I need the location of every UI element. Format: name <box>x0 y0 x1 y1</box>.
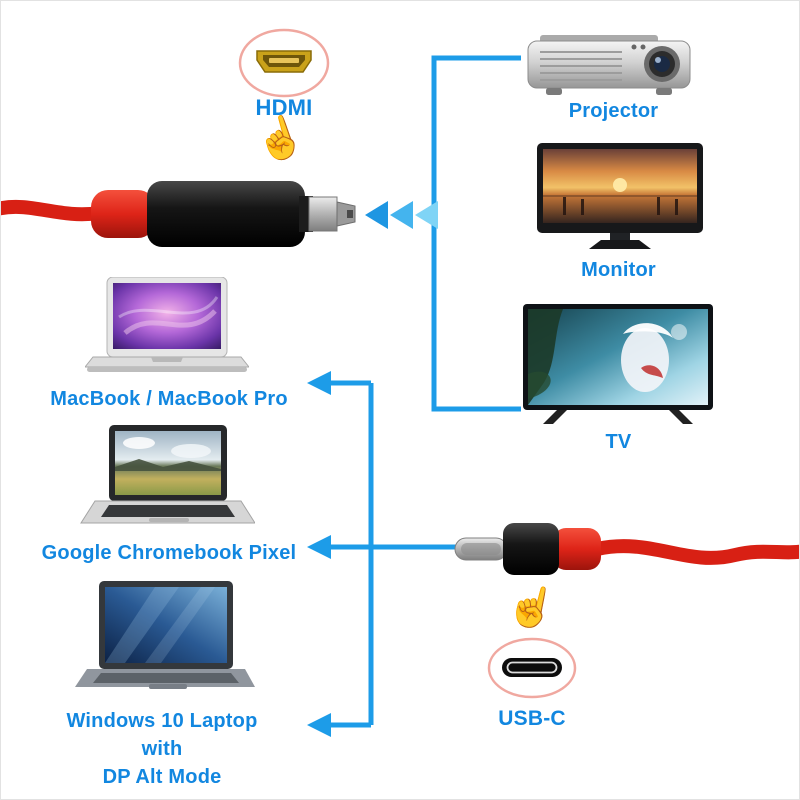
macbook-image <box>85 277 249 372</box>
tap-hand-icon-usbc: ☝ <box>502 580 561 634</box>
windows-laptop-image <box>75 581 255 689</box>
monitor-image <box>537 143 703 249</box>
usbc-cable-image <box>454 523 799 575</box>
hdmi-label: HDMI <box>255 95 313 120</box>
hdmi-port-icon <box>238 28 330 98</box>
windows-laptop-label-line1: Windows 10 Laptop with <box>66 710 258 760</box>
monitor-label: Monitor <box>581 259 656 281</box>
projector-image <box>527 35 691 95</box>
chromebook-image <box>80 425 255 524</box>
hdmi-cable-image <box>1 181 356 247</box>
usbc-port-icon <box>487 637 577 699</box>
chevron-arrows-icon <box>365 201 438 229</box>
usbc-label: USB-C <box>498 707 566 730</box>
windows-laptop-label: Windows 10 Laptop with DP Alt Mode <box>51 707 273 791</box>
tv-image <box>523 304 713 424</box>
left-arrowheads <box>307 371 331 737</box>
tv-label: TV <box>605 431 632 453</box>
right-bracket-line <box>431 55 521 412</box>
windows-laptop-label-line2: DP Alt Mode <box>102 766 222 788</box>
chromebook-label: Google Chromebook Pixel <box>41 542 297 564</box>
projector-label: Projector <box>568 100 659 122</box>
macbook-label: MacBook / MacBook Pro <box>50 388 288 410</box>
